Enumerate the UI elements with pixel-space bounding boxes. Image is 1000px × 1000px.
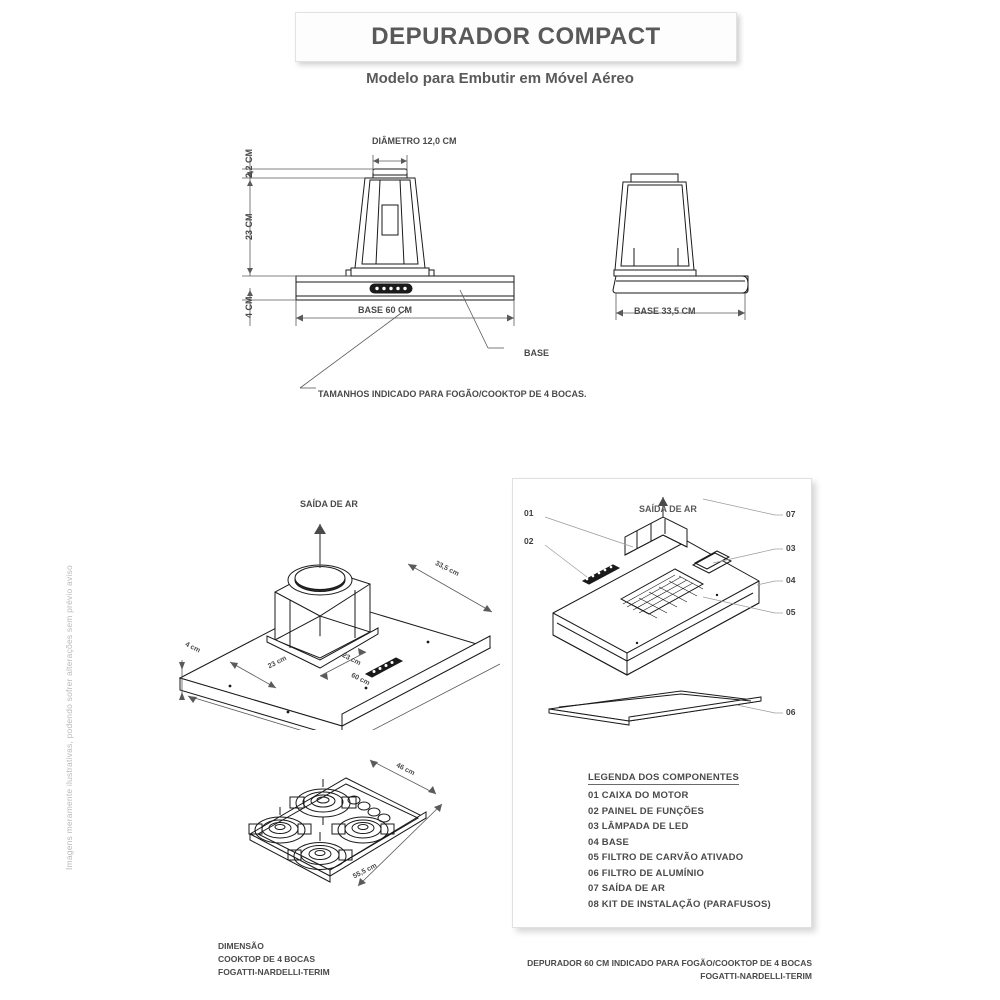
dimension-base-depth: BASE 33,5 CM [634,306,696,316]
caption-right-line-1: DEPURADOR 60 CM INDICADO PARA FOGÃO/COOK… [527,958,812,968]
legend-item: 04 BASE [588,836,630,848]
callout-04: 04 [786,575,796,585]
dimension-height-top: 2,2 CM [244,148,254,178]
legend-list: 01 CAIXA DO MOTOR 02 PAINEL DE FUNÇÕES 0… [588,788,828,912]
front-elevation-drawing [242,155,515,389]
dimension-height-base: 4 CM [244,296,254,318]
caption-right-line-2: FOGATTI-NARDELLI-TERIM [700,971,812,981]
cooktop-drawing [248,759,443,887]
callout-base-label: BASE [524,348,550,358]
legend-item: 08 KIT DE INSTALAÇÃO (PARAFUSOS) [588,898,771,910]
iso-air-outlet-label: SAÍDA DE AR [300,499,358,509]
legend-item: 01 CAIXA DO MOTOR [588,790,689,801]
callout-05: 05 [786,607,796,617]
page-subtitle: Modelo para Embutir em Móvel Aéreo [366,70,634,87]
legend-item: 07 SAÍDA DE AR [588,883,666,894]
callout-07: 07 [786,509,796,519]
components-legend: LEGENDA DOS COMPONENTES 01 CAIXA DO MOTO… [588,767,828,912]
legend-title: LEGENDA DOS COMPONENTES [588,772,739,785]
disclaimer-sidenote: Imagens meramente ilustrativas, podendo … [64,565,74,870]
exploded-air-outlet-label: SAÍDA DE AR [639,504,697,514]
caption-left-line-3: FOGATTI-NARDELLI-TERIM [218,967,330,977]
dimension-diameter: DIÂMETRO 12,0 CM [372,136,457,146]
legend-item: 05 FILTRO DE CARVÃO ATIVADO [588,852,744,863]
side-elevation-drawing [612,173,749,320]
isometric-hood-drawing [178,524,501,730]
caption-left: DIMENSÃO COOKTOP DE 4 BOCAS FOGATTI-NARD… [218,940,330,979]
caption-left-line-2: COOKTOP DE 4 BOCAS [218,954,315,964]
page-title: DEPURADOR COMPACT [371,23,661,50]
callout-03: 03 [786,543,796,553]
dimension-base-width: BASE 60 CM [358,305,413,315]
callout-06: 06 [786,707,796,717]
callout-01: 01 [524,508,534,518]
legend-item: 03 LÂMPADA DE LED [588,821,689,832]
note-cooktop-sizes: TAMANHOS INDICADO PARA FOGÃO/COOKTOP DE … [318,389,587,399]
exploded-view-drawing [544,497,783,726]
title-plate: DEPURADOR COMPACT [295,12,737,62]
caption-right: DEPURADOR 60 CM INDICADO PARA FOGÃO/COOK… [430,957,812,983]
components-panel: SAÍDA DE AR 01 02 07 03 04 05 06 LEGENDA… [512,478,812,928]
legend-item: 02 PAINEL DE FUNÇÕES [588,805,705,817]
legend-item: 06 FILTRO DE ALUMÍNIO [588,867,705,879]
callout-02: 02 [524,536,534,546]
dimension-height-body: 23 CM [244,213,254,240]
caption-left-line-1: DIMENSÃO [218,941,264,951]
